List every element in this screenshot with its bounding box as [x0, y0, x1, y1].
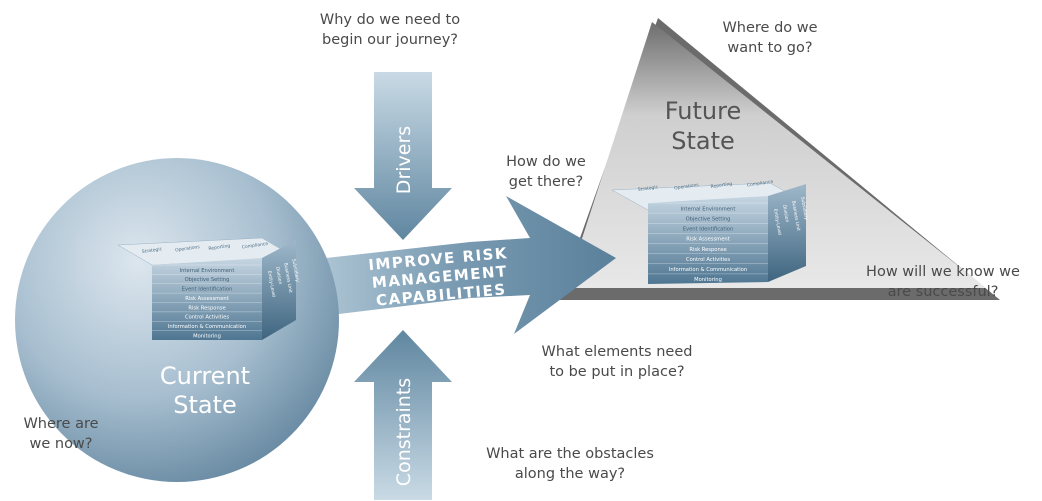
- cube-row-label: Information & Communication: [168, 324, 246, 330]
- cube-side-label: Division: [274, 266, 283, 285]
- cube-row-label: Internal Environment: [180, 268, 235, 274]
- question-where-go-line-2: want to go?: [727, 40, 813, 56]
- cube-top-label: Strategic: [637, 184, 659, 193]
- cube-row-label: Monitoring: [694, 277, 722, 283]
- cube-row-label: Risk Response: [689, 247, 726, 253]
- question-where-now: Where are we now?: [6, 414, 116, 454]
- question-what-elements-line-2: to be put in place?: [549, 364, 685, 380]
- question-how-get: How do we get there?: [486, 152, 606, 192]
- cube-side-label: Entity-Level: [266, 270, 277, 297]
- drivers-label: Drivers: [393, 126, 415, 194]
- question-obstacles-line-1: What are the obstacles: [486, 446, 654, 462]
- cube-row-label: Control Activities: [686, 257, 730, 263]
- cube-side-label: Division: [781, 204, 790, 223]
- future-state-label-2: State: [671, 127, 735, 155]
- cube-top-label: Compliance: [241, 241, 268, 251]
- cube-row-label: Monitoring: [193, 333, 221, 339]
- cube-side-label: Business Unit: [790, 200, 801, 231]
- cube-row-label: Risk Assessment: [686, 237, 730, 243]
- cube-row-label: Event Identification: [683, 227, 734, 233]
- main-arrow-text: IMPROVE RISK MANAGEMENT CAPABILITIES: [368, 244, 509, 310]
- cube-row-label: Risk Assessment: [185, 296, 229, 302]
- current-state-label-2: State: [173, 391, 237, 419]
- question-where-now-line-2: we now?: [29, 436, 93, 452]
- cube-side-label: Subsidiary: [799, 196, 809, 221]
- question-why-line-1: Why do we need to: [319, 12, 461, 28]
- question-where-now-line-1: Where are: [23, 416, 99, 432]
- question-how-know-line-1: How will we know we: [866, 264, 1020, 280]
- cube-side: [262, 240, 296, 340]
- constraints-arrow: [354, 330, 452, 500]
- cube-row-label: Objective Setting: [185, 277, 230, 283]
- question-how-know: How will we know we are successful?: [848, 262, 1038, 302]
- question-how-get-line-1: How do we: [506, 154, 586, 170]
- cube-row-label: Control Activities: [185, 315, 229, 321]
- cube-top-label: Reporting: [710, 181, 733, 190]
- current-state-label-1: Current: [160, 362, 250, 390]
- cube-row-label: Objective Setting: [686, 216, 731, 222]
- main-arrow: [290, 196, 616, 334]
- cube-top-label: Compliance: [747, 179, 774, 189]
- cube-row-label: Event Identification: [182, 287, 233, 293]
- drivers-arrow: [354, 72, 452, 240]
- question-how-get-line-2: get there?: [508, 174, 584, 190]
- question-why-journey: Why do we need to begin our journey?: [270, 10, 510, 50]
- future-state-label-1: Future: [665, 97, 741, 125]
- cube-top-label: Strategic: [141, 246, 163, 255]
- cube-row-label: Risk Response: [188, 305, 225, 311]
- cube-side-label: Business Unit: [282, 262, 293, 293]
- question-how-know-line-2: are successful?: [887, 284, 999, 300]
- cube-top-label: Reporting: [208, 243, 231, 252]
- question-obstacles: What are the obstacles along the way?: [460, 444, 680, 484]
- question-what-elements-line-1: What elements need: [541, 344, 693, 360]
- cube-front: [648, 196, 768, 284]
- cube-side-label: Entity-Level: [772, 208, 783, 235]
- cube-row-label: Internal Environment: [681, 206, 736, 212]
- question-where-go: Where do we want to go?: [700, 18, 840, 58]
- cube-side: [768, 184, 806, 282]
- cube-row-label: Information & Communication: [669, 267, 747, 273]
- question-what-elements: What elements need to be put in place?: [512, 342, 722, 382]
- question-obstacles-line-2: along the way?: [514, 466, 626, 482]
- question-where-go-line-1: Where do we: [722, 20, 818, 36]
- cube-side-label: Subsidiary: [290, 258, 300, 283]
- question-why-line-2: begin our journey?: [322, 32, 458, 48]
- constraints-label: Constraints: [393, 378, 415, 486]
- cube-front: [152, 258, 262, 340]
- cube-top-label: Operations: [175, 244, 201, 253]
- cube-top-label: Operations: [674, 182, 700, 191]
